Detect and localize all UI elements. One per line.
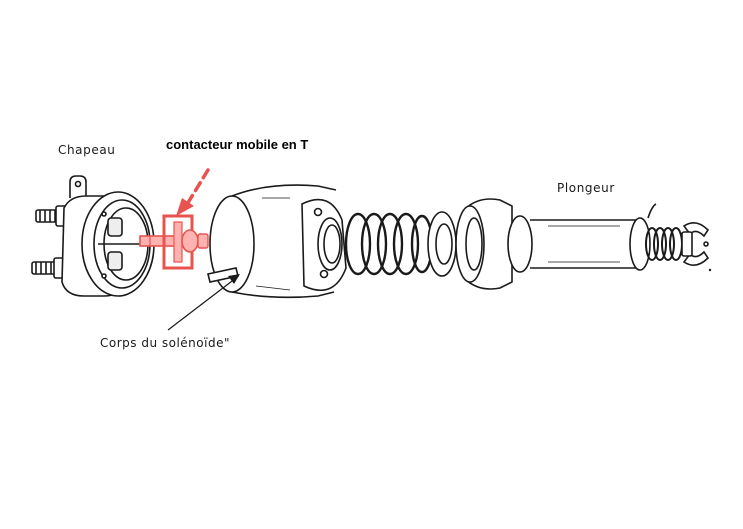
label-plongeur: Plongeur bbox=[557, 181, 615, 195]
label-contacteur: contacteur mobile en T bbox=[166, 137, 309, 152]
chape-part bbox=[647, 203, 710, 266]
ressort-large bbox=[344, 212, 434, 276]
terminal-stud-lower bbox=[31, 257, 67, 279]
corps-solenoide-part bbox=[167, 184, 347, 331]
contacteur-mobile-part bbox=[139, 168, 210, 270]
plongeur-part bbox=[455, 198, 651, 290]
rondelle-part bbox=[427, 211, 457, 277]
label-chapeau: Chapeau bbox=[58, 143, 116, 157]
ressort-petit bbox=[645, 227, 683, 261]
chapeau-part bbox=[31, 175, 155, 297]
label-corps: Corps du solénoïde" bbox=[100, 336, 230, 350]
mark-dot bbox=[708, 268, 712, 272]
